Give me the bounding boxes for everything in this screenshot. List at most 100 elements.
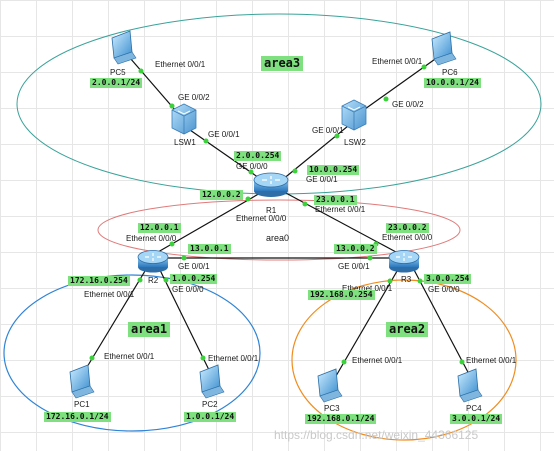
port-label: Ethernet 0/0/1 bbox=[372, 57, 423, 66]
port-label: GE 0/0/1 bbox=[312, 126, 344, 135]
pc4-icon[interactable] bbox=[457, 368, 483, 403]
port-label: GE 0/0/0 bbox=[236, 162, 268, 171]
lsw2-name: LSW2 bbox=[344, 138, 366, 147]
port-label: GE 0/0/1 bbox=[208, 130, 240, 139]
port-dot bbox=[137, 277, 143, 283]
port-label: Ethernet 0/0/1 bbox=[104, 352, 155, 361]
area2-label: area2 bbox=[386, 322, 429, 337]
port-label: Ethernet 0/0/1 bbox=[155, 60, 206, 69]
port-dot bbox=[292, 168, 298, 174]
pc6-name: PC6 bbox=[442, 68, 458, 77]
port-dot bbox=[459, 359, 465, 365]
link-r2-pc2 bbox=[157, 265, 211, 373]
port-label: Ethernet 0/0/0 bbox=[236, 214, 287, 223]
port-dot bbox=[89, 355, 95, 361]
port-dot bbox=[341, 359, 347, 365]
port-label: Ethernet 0/0/1 bbox=[342, 284, 393, 293]
pc1-icon[interactable] bbox=[69, 364, 95, 399]
port-label: GE 0/0/0 bbox=[172, 285, 204, 294]
port-label: GE 0/0/0 bbox=[428, 285, 460, 294]
port-dot bbox=[200, 355, 206, 361]
switch-lsw2-icon[interactable] bbox=[341, 99, 367, 131]
ip-label: 13.0.0.2 bbox=[334, 244, 377, 254]
r3-name: R3 bbox=[401, 275, 412, 284]
port-dot bbox=[421, 64, 427, 70]
ip-label: 3.0.0.1/24 bbox=[450, 414, 503, 424]
port-label: GE 0/0/1 bbox=[306, 175, 338, 184]
port-label: Ethernet 0/0/0 bbox=[382, 233, 433, 242]
link-r2-pc1 bbox=[83, 265, 149, 373]
link-r1-r2 bbox=[157, 191, 263, 253]
ip-label: 2.0.0.1/24 bbox=[90, 78, 143, 88]
port-label: Ethernet 0/0/1 bbox=[315, 205, 366, 214]
port-dot bbox=[169, 103, 175, 109]
port-dot bbox=[203, 138, 209, 144]
pc3-icon[interactable] bbox=[317, 368, 343, 403]
ip-label: 10.0.0.254 bbox=[307, 165, 360, 175]
port-dot bbox=[169, 241, 175, 247]
area1-boundary bbox=[3, 274, 261, 432]
pc2-icon[interactable] bbox=[199, 364, 225, 399]
lsw1-name: LSW1 bbox=[174, 138, 196, 147]
port-dot bbox=[302, 201, 308, 207]
pc2-name: PC2 bbox=[202, 400, 218, 409]
port-label: GE 0/0/1 bbox=[178, 262, 210, 271]
port-dot bbox=[163, 277, 169, 283]
area3-boundary bbox=[16, 13, 542, 195]
port-label: GE 0/0/2 bbox=[392, 100, 424, 109]
port-dot bbox=[367, 255, 373, 261]
ip-label: 192.168.0.254 bbox=[308, 290, 375, 300]
port-label: Ethernet 0/0/0 bbox=[126, 234, 177, 243]
pc3-name: PC3 bbox=[324, 404, 340, 413]
ip-label: 13.0.0.1 bbox=[188, 244, 231, 254]
area2-boundary bbox=[291, 279, 517, 441]
port-dot bbox=[417, 278, 423, 284]
area0-label: area0 bbox=[266, 233, 290, 243]
r2-name: R2 bbox=[148, 276, 159, 285]
port-label: Ethernet 0/0/1 bbox=[208, 354, 259, 363]
port-dot bbox=[334, 133, 340, 139]
ip-label: 10.0.0.1/24 bbox=[424, 78, 481, 88]
ip-label: 172.16.0.1/24 bbox=[44, 412, 111, 422]
router-r2-icon[interactable] bbox=[137, 250, 169, 273]
area1-label: area1 bbox=[128, 322, 171, 337]
ip-label: 172.16.0.254 bbox=[68, 276, 130, 286]
watermark: https://blog.csdn.net/weixin_44366125 bbox=[274, 428, 479, 442]
port-label: GE 0/0/1 bbox=[338, 262, 370, 271]
area0-boundary bbox=[97, 199, 461, 261]
area3-label: area3 bbox=[261, 56, 304, 71]
port-label: Ethernet 0/0/1 bbox=[466, 356, 517, 365]
ip-label: 12.0.0.1 bbox=[138, 223, 181, 233]
ip-label: 23.0.0.2 bbox=[386, 223, 429, 233]
ip-label: 3.0.0.254 bbox=[424, 274, 472, 284]
port-dot bbox=[181, 255, 187, 261]
port-dot bbox=[245, 196, 251, 202]
port-label: GE 0/0/2 bbox=[178, 93, 210, 102]
port-dot bbox=[383, 96, 389, 102]
port-dot bbox=[387, 278, 393, 284]
port-dot bbox=[248, 169, 254, 175]
router-r1-icon[interactable] bbox=[253, 172, 289, 197]
ip-label: 2.0.0.254 bbox=[234, 151, 282, 161]
link-r3-pc3 bbox=[335, 265, 401, 377]
r1-name: R1 bbox=[266, 206, 277, 215]
ip-label: 23.0.0.1 bbox=[314, 195, 357, 205]
ip-label: 1.0.0.254 bbox=[170, 274, 218, 284]
switch-lsw1-icon[interactable] bbox=[171, 103, 197, 135]
ip-label: 192.168.0.1/24 bbox=[305, 414, 377, 424]
port-dots bbox=[89, 64, 465, 365]
pc4-name: PC4 bbox=[466, 404, 482, 413]
port-label: Ethernet 0/0/1 bbox=[84, 290, 135, 299]
link-r3-pc4 bbox=[411, 265, 471, 377]
port-label: Ethernet 0/0/1 bbox=[352, 356, 403, 365]
pc6-icon[interactable] bbox=[431, 31, 457, 66]
port-dot bbox=[138, 68, 144, 74]
ip-label: 1.0.0.1/24 bbox=[184, 412, 237, 422]
pc1-name: PC1 bbox=[74, 400, 90, 409]
pc5-name: PC5 bbox=[110, 68, 126, 77]
ip-label: 12.0.0.2 bbox=[200, 190, 243, 200]
router-r3-icon[interactable] bbox=[388, 250, 420, 273]
pc5-icon[interactable] bbox=[111, 30, 137, 65]
